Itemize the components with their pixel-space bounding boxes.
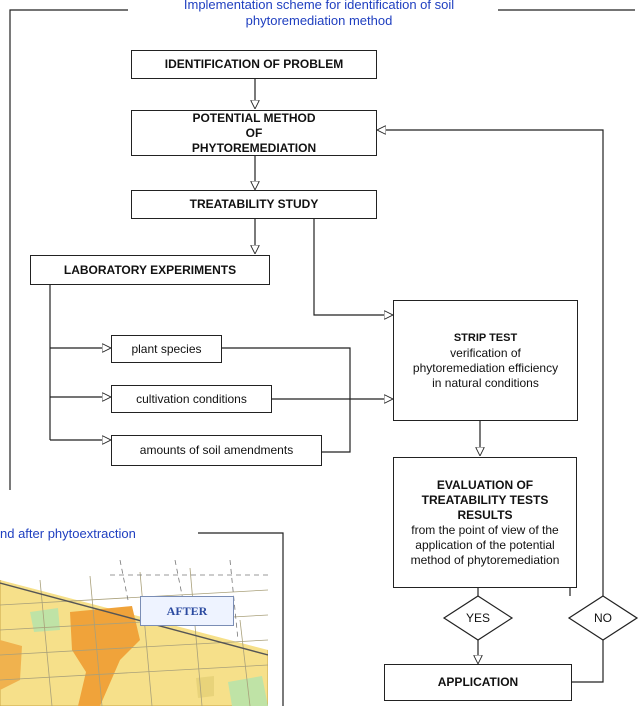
evaluation-title: EVALUATION OF TREATABILITY TESTS RESULTS [421, 477, 549, 522]
evaluation-body: from the point of view of the applicatio… [410, 522, 560, 567]
application-box: APPLICATION [384, 664, 572, 701]
potential-method-box: POTENTIAL METHOD OF PHYTOREMEDIATION [131, 110, 377, 156]
laboratory-experiments-box: LABORATORY EXPERIMENTS [30, 255, 270, 285]
plant-species-box: plant species [111, 335, 222, 363]
treatability-label: TREATABILITY STUDY [189, 197, 319, 211]
arrow-treatability-to-strip [313, 218, 392, 315]
inset-map-title: nd after phytoextraction [0, 526, 140, 541]
potential-method-label: POTENTIAL METHOD OF PHYTOREMEDIATION [191, 110, 317, 155]
identification-of-problem-box: IDENTIFICATION OF PROBLEM [131, 50, 377, 79]
outer-frame [9, 9, 635, 490]
inset-frame [198, 532, 284, 706]
yes-label: YES [465, 611, 490, 625]
yes-diamond [442, 595, 514, 641]
strip-test-title: STRIP TEST [453, 331, 518, 344]
cultivation-conditions-box: cultivation conditions [111, 385, 272, 413]
plant-species-label: plant species [131, 341, 202, 356]
evaluation-box: EVALUATION OF TREATABILITY TESTS RESULTS… [393, 457, 577, 588]
diagram-title: Implementation scheme for identification… [140, 0, 498, 29]
flow-arrows [49, 78, 604, 683]
laboratory-label: LABORATORY EXPERIMENTS [63, 262, 237, 277]
no-label: NO [594, 611, 612, 625]
no-diamond [567, 595, 639, 641]
strip-test-body: verification of phytoremediation efficie… [412, 345, 559, 390]
map-image [0, 560, 268, 706]
strip-test-box: STRIP TEST verification of phytoremediat… [393, 300, 578, 421]
identification-label: IDENTIFICATION OF PROBLEM [164, 57, 344, 71]
arrow-no-feedback [378, 130, 604, 683]
after-label: AFTER [140, 596, 234, 626]
cultivation-label: cultivation conditions [136, 391, 247, 406]
application-label: APPLICATION [437, 675, 519, 689]
amendments-label: amounts of soil amendments [139, 443, 294, 457]
soil-amendments-box: amounts of soil amendments [111, 435, 322, 466]
merge-line [222, 347, 351, 453]
treatability-study-box: TREATABILITY STUDY [131, 190, 377, 219]
